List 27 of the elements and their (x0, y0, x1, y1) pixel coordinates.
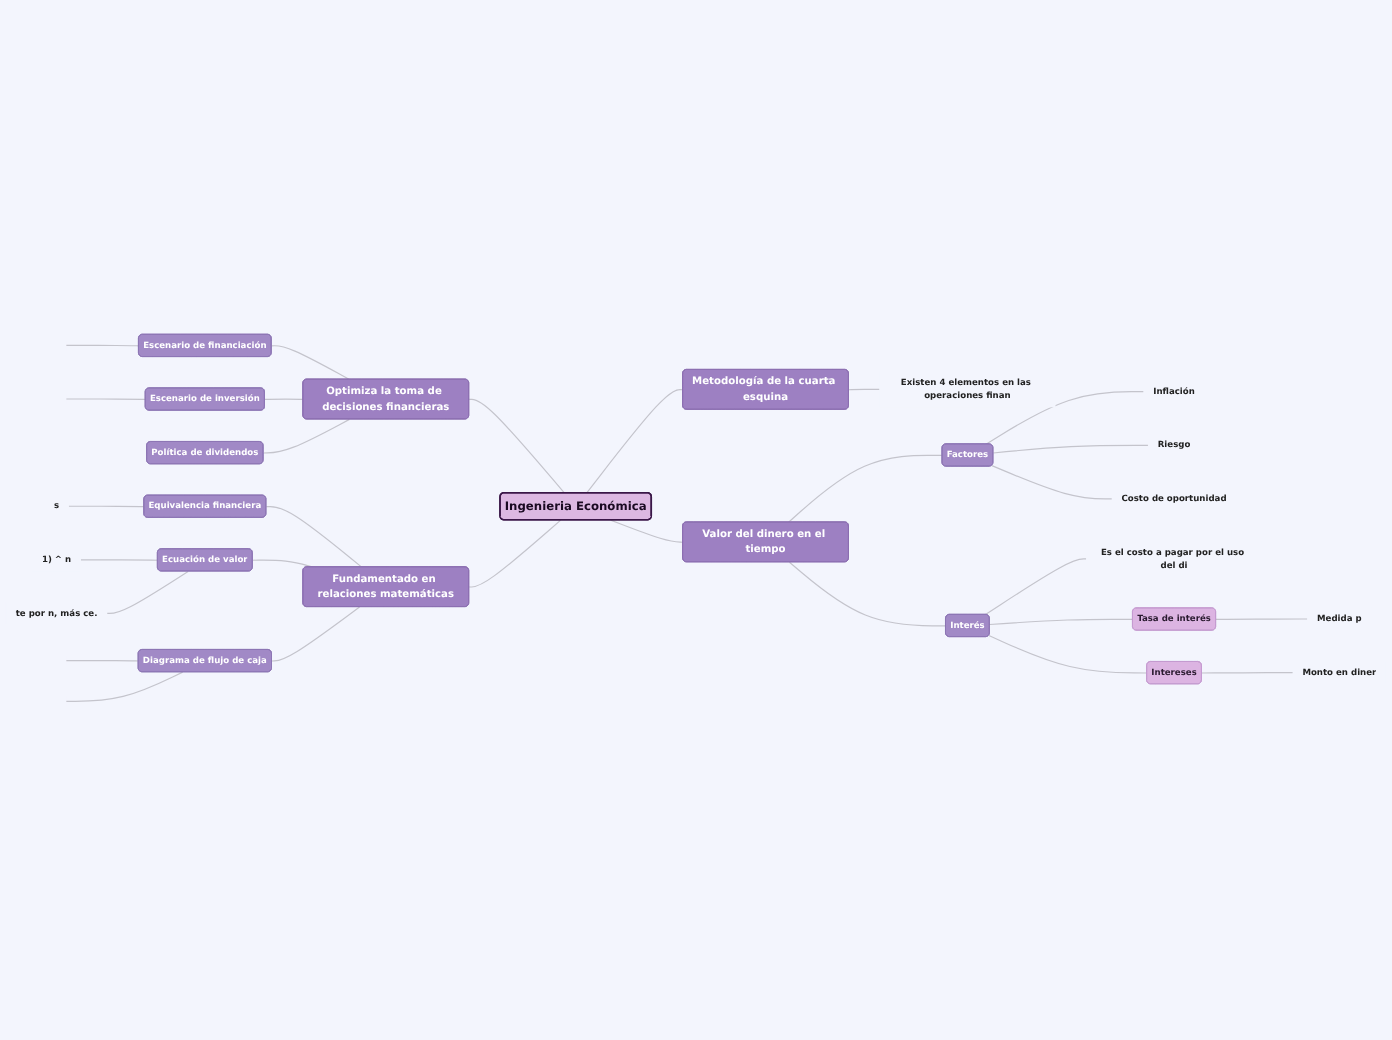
connector (1215, 618, 1309, 620)
connector (65, 659, 140, 662)
connector (984, 558, 1087, 616)
connector (65, 671, 184, 702)
connector (468, 519, 562, 588)
connector (262, 418, 351, 454)
connector (988, 634, 1148, 674)
connector (1201, 671, 1294, 674)
connector (106, 570, 189, 614)
connector (468, 398, 566, 494)
connector (991, 464, 1113, 500)
connector (586, 388, 684, 494)
connector (610, 519, 684, 543)
connector (992, 444, 1149, 454)
connector (848, 388, 881, 391)
connector (264, 398, 304, 400)
connector (265, 505, 363, 568)
connector (271, 345, 351, 380)
connector (67, 505, 145, 508)
connector (65, 398, 147, 400)
connector (271, 606, 361, 662)
connector (985, 390, 1145, 445)
connector (788, 454, 943, 523)
connector (788, 561, 947, 627)
connector (989, 618, 1134, 625)
connector (80, 559, 159, 561)
connector (65, 344, 140, 347)
